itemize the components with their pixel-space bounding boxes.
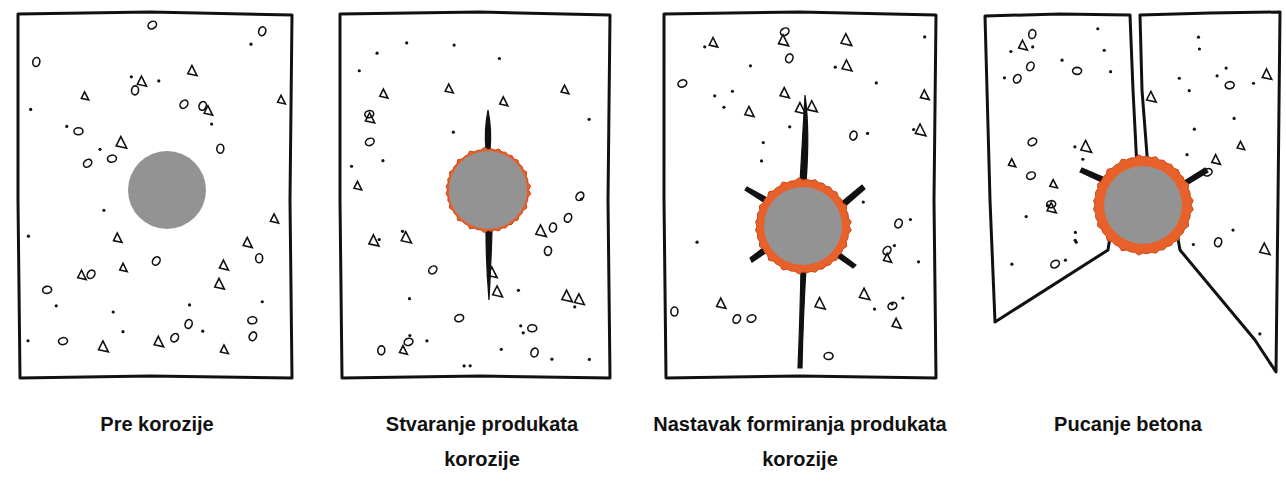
rebar: [764, 187, 842, 265]
crack: [485, 110, 490, 150]
rebar: [1104, 166, 1182, 244]
crack: [486, 230, 492, 300]
aggregate-texture: [350, 41, 591, 367]
aggregate-texture: [26, 20, 285, 354]
corrosion-products: [1094, 155, 1194, 255]
crack: [800, 95, 808, 183]
corrosion-products: [446, 147, 531, 232]
rebar: [128, 151, 206, 229]
crack: [798, 268, 806, 368]
stage-caption: Pucanje betona: [1008, 407, 1248, 442]
concrete-block: [664, 12, 936, 378]
corrosion-products: [755, 178, 851, 274]
stage-caption: Pre korozije: [37, 407, 277, 442]
concrete-block: [18, 12, 292, 378]
aggregate-texture: [1003, 27, 1112, 290]
rebar: [449, 151, 527, 229]
stage-caption: Stvaranje produkata korozije: [347, 407, 617, 477]
concrete-block: [340, 12, 610, 378]
stage-caption: Nastavak formiranja produkata korozije: [650, 407, 950, 477]
